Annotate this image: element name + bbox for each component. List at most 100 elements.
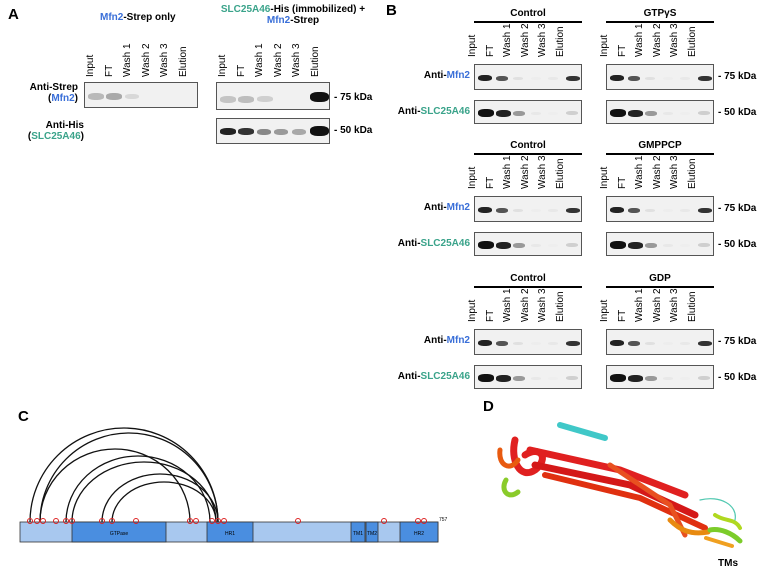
band bbox=[610, 374, 626, 382]
band bbox=[627, 241, 643, 249]
group-underline bbox=[606, 153, 714, 155]
blot-mfn2 bbox=[474, 329, 582, 355]
band bbox=[662, 111, 673, 115]
anti-slc-label: Anti-SLC25A46 bbox=[397, 238, 470, 249]
band bbox=[645, 341, 655, 345]
band bbox=[627, 109, 643, 117]
group-title: Control bbox=[510, 140, 546, 151]
band bbox=[627, 340, 640, 346]
band bbox=[645, 76, 655, 80]
band bbox=[680, 111, 690, 115]
group-underline bbox=[606, 286, 714, 288]
mfn2-text: Mfn2 bbox=[100, 12, 124, 23]
band bbox=[565, 243, 578, 247]
band bbox=[662, 76, 673, 80]
blot-slc bbox=[474, 232, 582, 256]
kda-marker: - 75 kDa bbox=[718, 203, 757, 214]
domain-label-hr2: HR2 bbox=[414, 531, 424, 537]
band bbox=[645, 208, 655, 212]
lane-label: Wash 1 bbox=[502, 155, 513, 189]
band bbox=[548, 376, 558, 380]
blot-mfn2 bbox=[606, 329, 714, 355]
band bbox=[548, 341, 558, 345]
anti-strep-label: Anti-Strep (Mfn2) bbox=[6, 82, 78, 104]
band bbox=[697, 243, 710, 247]
band bbox=[513, 242, 525, 248]
band bbox=[530, 76, 541, 80]
kda-marker: - 50 kDa bbox=[718, 372, 757, 383]
kda-marker: - 75 kDa bbox=[718, 71, 757, 82]
panel-label-d: D bbox=[483, 398, 494, 415]
domain-hr1 bbox=[206, 521, 254, 543]
band bbox=[645, 242, 657, 248]
band bbox=[548, 243, 558, 247]
blot-a-right-his bbox=[216, 118, 330, 144]
lane-label: Wash 2 bbox=[519, 288, 531, 322]
lane-label: Wash 2 bbox=[651, 155, 663, 189]
crosslink-arcs bbox=[29, 427, 219, 523]
blot-mfn2 bbox=[606, 64, 714, 90]
band bbox=[645, 110, 657, 116]
blot-mfn2 bbox=[474, 64, 582, 90]
tm-label: TMs bbox=[718, 558, 738, 567]
anti-his-label: Anti-His (SLC25A46) bbox=[4, 120, 84, 142]
band bbox=[513, 341, 523, 345]
blot-slc bbox=[606, 100, 714, 124]
lane-label: FT bbox=[616, 44, 628, 57]
band bbox=[495, 109, 511, 117]
mfn2-text: Mfn2 bbox=[51, 93, 75, 104]
anti-mfn2-label: Anti-Mfn2 bbox=[423, 202, 470, 213]
lane-label: Elution bbox=[686, 158, 698, 189]
lane-label: Input bbox=[599, 299, 610, 322]
band bbox=[513, 208, 523, 212]
slc-text: SLC25A46 bbox=[220, 4, 271, 15]
lane-label: Wash 3 bbox=[537, 288, 548, 322]
domain-tm1 bbox=[350, 521, 366, 543]
lane-label: Wash 2 bbox=[519, 155, 531, 189]
lane-label: Input bbox=[599, 166, 610, 189]
kda-marker: - 50 kDa bbox=[718, 107, 757, 118]
group-title: GMPPCP bbox=[638, 140, 682, 151]
band bbox=[530, 243, 541, 247]
lane-label: Wash 3 bbox=[669, 23, 680, 57]
lane-label: Wash 2 bbox=[651, 23, 663, 57]
band bbox=[610, 109, 626, 117]
panel-a-kda-75: - 75 kDa bbox=[334, 92, 373, 103]
domain-gtpase bbox=[71, 521, 167, 543]
band bbox=[478, 109, 494, 117]
group-title: GTPγS bbox=[643, 8, 677, 19]
band bbox=[513, 76, 523, 80]
blot-a-right-strep bbox=[216, 82, 330, 110]
band bbox=[478, 340, 492, 346]
band bbox=[495, 75, 508, 81]
lane-label: Wash 3 bbox=[537, 23, 548, 57]
panel-a-kda-50: - 50 kDa bbox=[334, 125, 373, 136]
band bbox=[697, 207, 712, 213]
lane-label: Wash 1 bbox=[502, 23, 513, 57]
group-title: GDP bbox=[649, 273, 671, 284]
anti-mfn2-label: Anti-Mfn2 bbox=[423, 335, 470, 346]
band bbox=[548, 208, 558, 212]
band bbox=[495, 340, 508, 346]
lane-label: Elution bbox=[686, 26, 698, 57]
lane-label: FT bbox=[484, 309, 496, 322]
blot-a-left-strep bbox=[84, 82, 198, 108]
kda-marker: - 75 kDa bbox=[718, 336, 757, 347]
blot-mfn2 bbox=[474, 196, 582, 222]
band bbox=[565, 75, 580, 81]
band bbox=[513, 110, 525, 116]
band bbox=[680, 76, 690, 80]
lane-label: Elution bbox=[554, 26, 566, 57]
lane-label: Wash 2 bbox=[651, 288, 663, 322]
band bbox=[548, 76, 558, 80]
panel-a-title-left: Mfn2-Strep only bbox=[100, 12, 176, 23]
band bbox=[610, 75, 624, 81]
lane-label: Wash 3 bbox=[537, 155, 548, 189]
band bbox=[627, 374, 643, 382]
band bbox=[697, 111, 710, 115]
panel-label-b: B bbox=[386, 2, 397, 19]
band bbox=[530, 376, 541, 380]
slc-text: SLC25A46 bbox=[31, 131, 81, 142]
band bbox=[680, 341, 690, 345]
group-underline bbox=[606, 21, 714, 23]
